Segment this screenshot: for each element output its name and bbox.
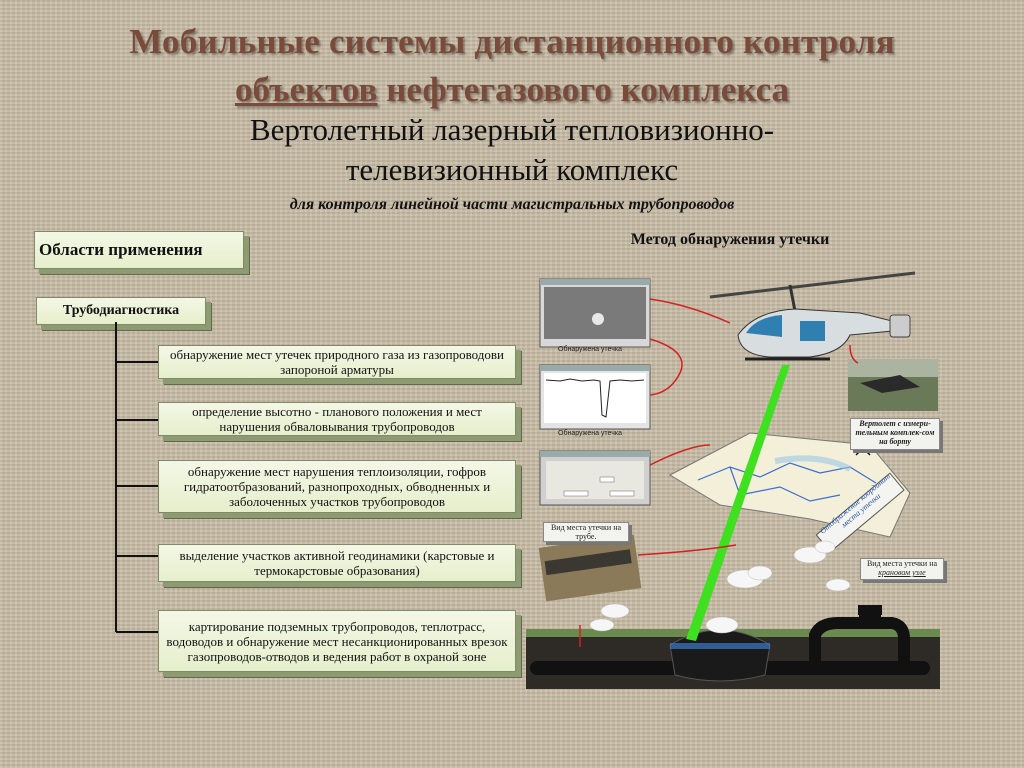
title-underlined-word: объектов bbox=[234, 70, 378, 109]
pipe-view-label: Вид места утечки на трубе. bbox=[543, 522, 629, 542]
diagnostics-box: Трубодиагностика bbox=[36, 297, 206, 325]
helicopter bbox=[709, 271, 916, 361]
subtitle-line2: телевизионный комплекс bbox=[345, 152, 679, 187]
ground-section bbox=[526, 605, 940, 689]
areas-box: Области применения bbox=[34, 231, 244, 269]
connector-arrows bbox=[579, 298, 859, 647]
subtitle-purpose: для контроля линейной части магистральны… bbox=[289, 196, 735, 213]
pipe-photo bbox=[538, 534, 642, 602]
valve-view-emphasis: крановом узле bbox=[878, 568, 926, 577]
application-item-2: определение высотно - планового положени… bbox=[158, 402, 516, 436]
subtitle: Вертолетный лазерный тепловизионно- теле… bbox=[0, 110, 1024, 190]
valve-view-prefix: Вид места утечки на bbox=[866, 559, 938, 568]
helicopter-photo bbox=[848, 359, 938, 411]
method-label: Метод обнаружения утечки bbox=[630, 231, 830, 248]
title-rest: нефтегазового комплекса bbox=[377, 70, 790, 109]
valve-view-label: Вид места утечки на крановом узле bbox=[860, 558, 944, 580]
application-item-4: выделение участков активной геодинамики … bbox=[158, 544, 516, 582]
subtitle-line1: Вертолетный лазерный тепловизионно- bbox=[249, 112, 775, 147]
laser-signal-window bbox=[539, 364, 651, 430]
helicopter-note: Вертолет с измери-тельным комплек-сом на… bbox=[850, 418, 940, 450]
coordinates-window bbox=[539, 450, 651, 506]
gas-plumes bbox=[589, 540, 851, 634]
laser-caption: Обнаружена утечка bbox=[558, 429, 622, 437]
leak-detection-illustration: Обнаружена утечка Обнаружена утечка bbox=[526, 271, 940, 689]
application-item-3: обнаружение мест нарушения теплоизоляции… bbox=[158, 460, 516, 513]
laser-beam bbox=[686, 365, 790, 641]
tree-connector bbox=[115, 322, 160, 633]
application-item-1: обнаружение мест утечек природного газа … bbox=[158, 345, 516, 379]
page-title-line2: объектов нефтегазового комплекса bbox=[0, 70, 1024, 110]
page-title-line1: Мобильные системы дистанционного контрол… bbox=[129, 22, 895, 61]
application-item-5: картирование подземных трубопроводов, те… bbox=[158, 610, 516, 672]
thermal-caption: Обнаружена утечка bbox=[558, 345, 622, 353]
thermal-image-window bbox=[539, 278, 651, 348]
